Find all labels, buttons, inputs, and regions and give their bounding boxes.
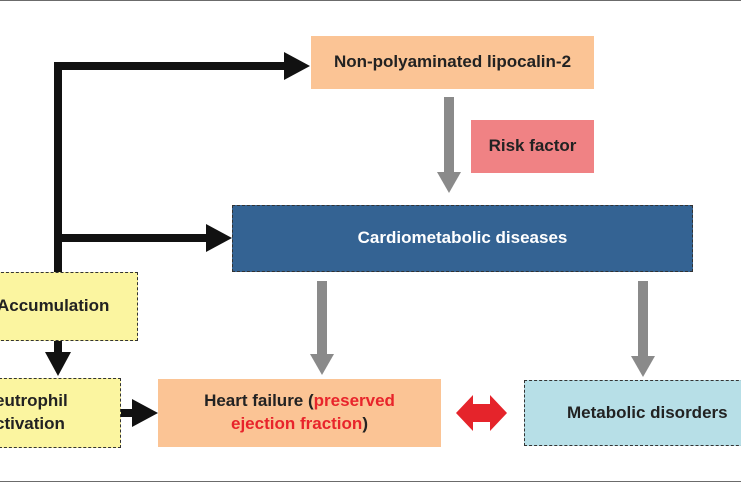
neutrophil-label: eutrophil ctivation bbox=[0, 390, 68, 436]
top-border bbox=[0, 0, 741, 1]
lipocalin-box: Non-polyaminated lipocalin-2 bbox=[311, 36, 594, 89]
metabolic-disorders-label: Metabolic disorders bbox=[567, 402, 728, 422]
risk-factor-box: Risk factor bbox=[471, 120, 594, 173]
lipocalin-label: Non-polyaminated lipocalin-2 bbox=[333, 52, 572, 72]
preserved-text: preserved bbox=[313, 391, 395, 411]
accumulation-label: Accumulation bbox=[0, 296, 110, 316]
ejection-fraction-text: ejection fraction bbox=[231, 414, 363, 433]
cardiometabolic-label: Cardiometabolic diseases bbox=[357, 228, 568, 248]
heart-failure-label: Heart failure (preserved ejection fracti… bbox=[204, 390, 395, 436]
gray-arrowhead-right bbox=[631, 356, 655, 377]
black-arrowhead-neutrophil bbox=[45, 352, 71, 376]
black-arrowhead-lipocalin bbox=[284, 52, 310, 80]
black-arrowhead-cardiometabolic bbox=[206, 224, 232, 252]
neutrophil-line2: ctivation bbox=[0, 414, 65, 433]
black-arrowhead-heart-failure bbox=[132, 399, 158, 427]
cardiometabolic-box: Cardiometabolic diseases bbox=[232, 205, 693, 272]
neutrophil-box: eutrophil ctivation bbox=[0, 378, 121, 448]
accumulation-box: Accumulation bbox=[0, 272, 138, 341]
heart-failure-text: Heart failure ( bbox=[204, 391, 314, 411]
gray-arrowhead-lipocalin bbox=[437, 172, 461, 193]
gray-arrowhead-left bbox=[310, 354, 334, 375]
metabolic-disorders-box: Metabolic disorders bbox=[524, 380, 741, 446]
bottom-border bbox=[0, 481, 741, 482]
red-double-arrow bbox=[456, 395, 507, 431]
closing-paren: ) bbox=[362, 414, 368, 433]
risk-factor-label: Risk factor bbox=[488, 136, 577, 156]
neutrophil-line1: eutrophil bbox=[0, 391, 68, 411]
heart-failure-box: Heart failure (preserved ejection fracti… bbox=[158, 379, 441, 447]
